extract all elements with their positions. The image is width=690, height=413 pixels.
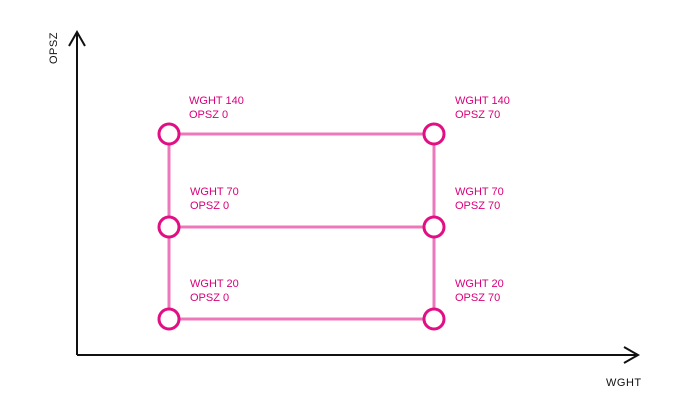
- node-top-left: [157, 122, 181, 146]
- axes: OPSZ WGHT: [48, 29, 642, 389]
- node-label-mid-right-line2: OPSZ 70: [455, 200, 500, 212]
- node-label-top-right-line1: WGHT 140: [455, 95, 510, 107]
- node-bottom-right: [422, 307, 446, 331]
- node-label-bottom-left-line1: WGHT 20: [190, 278, 239, 290]
- node-top-right: [422, 122, 446, 146]
- node-label-mid-left-line1: WGHT 70: [190, 186, 239, 198]
- node-label-mid-left-line2: OPSZ 0: [190, 200, 229, 212]
- node-label-bottom-right-line1: WGHT 20: [455, 278, 504, 290]
- node-mid-right: [422, 215, 446, 239]
- node-label-bottom-right-line2: OPSZ 70: [455, 292, 500, 304]
- node-label-bottom-left-line2: OPSZ 0: [190, 292, 229, 304]
- y-axis-label: OPSZ: [48, 32, 60, 64]
- node-mid-left: [157, 215, 181, 239]
- x-axis-arrowhead: [623, 346, 641, 364]
- node-label-mid-right-line1: WGHT 70: [455, 186, 504, 198]
- y-axis-arrowhead: [68, 29, 86, 47]
- node-bottom-left: [157, 307, 181, 331]
- node-label-top-left-line2: OPSZ 0: [189, 109, 228, 121]
- node-label-top-left-line1: WGHT 140: [189, 95, 244, 107]
- x-axis-label: WGHT: [606, 377, 642, 389]
- grid-nodes: [157, 122, 446, 331]
- node-label-top-right-line2: OPSZ 70: [455, 109, 500, 121]
- node-labels: WGHT 140 OPSZ 0 WGHT 140 OPSZ 70 WGHT 70…: [189, 95, 510, 304]
